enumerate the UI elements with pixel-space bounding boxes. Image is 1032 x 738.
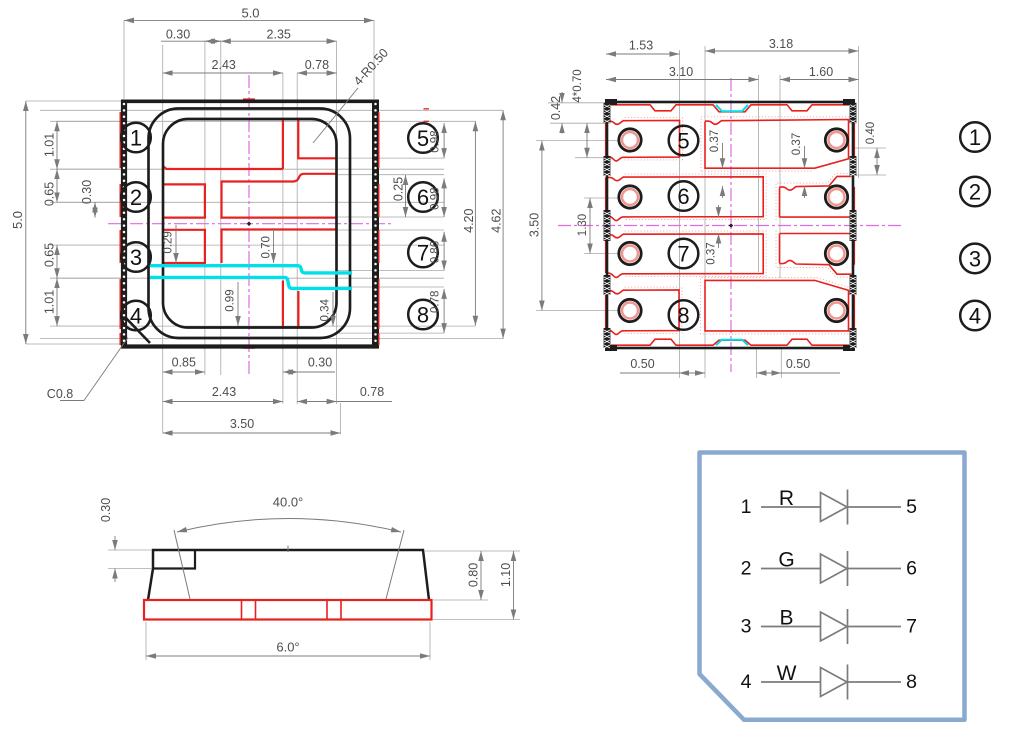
svg-text:8: 8 — [677, 303, 689, 328]
svg-text:40.0°: 40.0° — [273, 495, 304, 510]
svg-text:5: 5 — [417, 126, 429, 151]
svg-text:3.18: 3.18 — [769, 37, 793, 51]
svg-text:0.50: 0.50 — [630, 357, 654, 371]
svg-text:0.80: 0.80 — [467, 563, 481, 587]
svg-text:4: 4 — [130, 304, 142, 329]
svg-text:5.0: 5.0 — [241, 6, 259, 21]
svg-text:0.42: 0.42 — [549, 96, 563, 120]
svg-text:4.20: 4.20 — [462, 208, 476, 232]
svg-text:5.0: 5.0 — [10, 211, 25, 229]
svg-text:7: 7 — [417, 241, 429, 266]
svg-text:8: 8 — [906, 671, 917, 693]
svg-text:6.0°: 6.0° — [276, 640, 299, 655]
svg-text:0.85: 0.85 — [172, 356, 196, 370]
svg-text:0.30: 0.30 — [166, 27, 190, 41]
svg-text:3: 3 — [741, 616, 752, 638]
svg-text:0.99: 0.99 — [225, 289, 237, 311]
svg-text:6: 6 — [417, 185, 429, 210]
svg-text:1.01: 1.01 — [43, 290, 57, 314]
svg-text:6: 6 — [677, 184, 689, 209]
svg-text:2.43: 2.43 — [212, 385, 236, 399]
svg-text:B: B — [779, 607, 793, 630]
svg-text:C0.8: C0.8 — [47, 387, 73, 401]
svg-text:0.30: 0.30 — [308, 356, 332, 370]
svg-text:0.65: 0.65 — [43, 182, 57, 206]
svg-text:7: 7 — [906, 616, 917, 638]
svg-text:1.30: 1.30 — [577, 214, 589, 236]
svg-text:2: 2 — [741, 558, 752, 580]
svg-text:1: 1 — [130, 126, 142, 151]
svg-text:5: 5 — [677, 129, 689, 154]
svg-text:3: 3 — [130, 245, 142, 270]
svg-text:0.30: 0.30 — [99, 498, 113, 522]
svg-text:1: 1 — [969, 125, 981, 150]
svg-text:4: 4 — [741, 671, 752, 693]
svg-text:1.10: 1.10 — [499, 563, 513, 587]
svg-text:0.37: 0.37 — [791, 133, 803, 155]
svg-text:3: 3 — [969, 246, 981, 271]
svg-text:0.78: 0.78 — [305, 58, 329, 72]
svg-text:R: R — [779, 487, 794, 510]
svg-text:1: 1 — [741, 496, 752, 518]
svg-text:0.25: 0.25 — [392, 177, 406, 201]
svg-text:0.98: 0.98 — [430, 188, 442, 210]
svg-text:7: 7 — [677, 242, 689, 267]
svg-text:3.50: 3.50 — [528, 213, 542, 237]
svg-text:0.34: 0.34 — [320, 299, 332, 322]
svg-text:0.70: 0.70 — [260, 236, 272, 258]
svg-text:0.50: 0.50 — [786, 357, 810, 371]
svg-text:1.53: 1.53 — [629, 39, 653, 53]
svg-text:3.10: 3.10 — [669, 65, 693, 79]
svg-text:2: 2 — [969, 180, 981, 205]
svg-text:0.65: 0.65 — [43, 243, 57, 267]
svg-text:0.98: 0.98 — [430, 130, 442, 152]
svg-text:0.37: 0.37 — [706, 242, 718, 264]
svg-text:W: W — [777, 662, 797, 685]
svg-text:1.60: 1.60 — [809, 65, 833, 79]
svg-text:0.40: 0.40 — [865, 122, 877, 144]
svg-text:0.78: 0.78 — [360, 385, 384, 399]
svg-text:2.43: 2.43 — [212, 58, 236, 72]
svg-text:G: G — [778, 549, 794, 572]
svg-text:0.86: 0.86 — [430, 241, 442, 263]
svg-text:0.30: 0.30 — [80, 180, 94, 204]
svg-text:0.29: 0.29 — [163, 231, 175, 253]
svg-text:5: 5 — [906, 496, 917, 518]
svg-text:3.50: 3.50 — [230, 417, 254, 431]
svg-text:1.01: 1.01 — [43, 133, 57, 157]
svg-text:6: 6 — [906, 558, 917, 580]
svg-text:4.62: 4.62 — [490, 208, 504, 232]
svg-text:4: 4 — [969, 304, 981, 329]
svg-text:4*0.70: 4*0.70 — [572, 69, 584, 102]
svg-text:2.35: 2.35 — [267, 27, 291, 41]
svg-text:0.78: 0.78 — [430, 291, 442, 313]
svg-text:0.37: 0.37 — [709, 130, 721, 152]
svg-text:8: 8 — [417, 303, 429, 328]
svg-text:2: 2 — [130, 185, 142, 210]
